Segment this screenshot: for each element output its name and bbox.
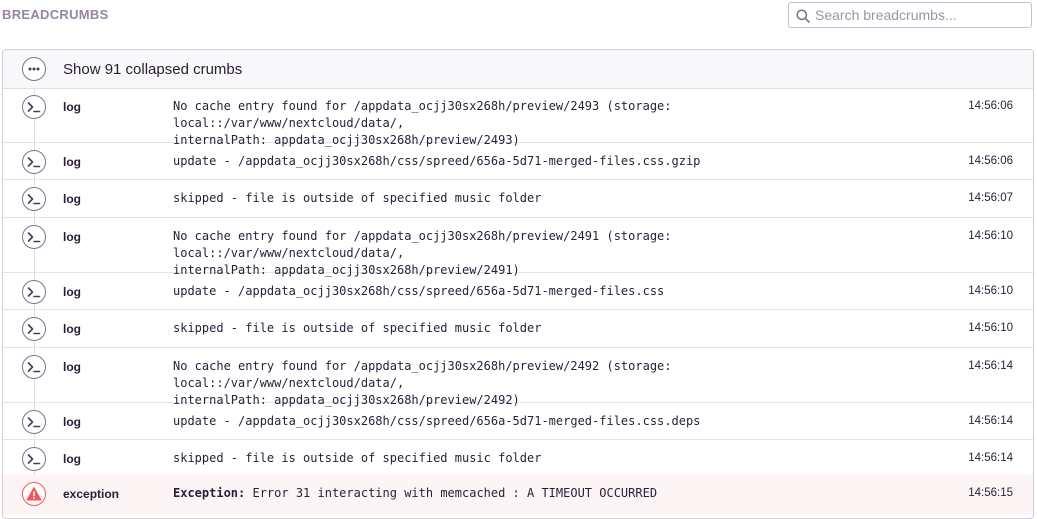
ellipsis-icon [22, 57, 46, 81]
crumb-message: No cache entry found for /appdata_ocjj30… [173, 229, 672, 277]
breadcrumbs-header: BREADCRUMBS [0, 0, 1037, 32]
crumb-row-exception: exception Exception: Error 31 interactin… [3, 475, 1033, 515]
warning-icon [22, 482, 46, 506]
crumb-type: log [63, 360, 81, 374]
section-title: BREADCRUMBS [2, 7, 109, 22]
search-icon [796, 9, 810, 23]
crumb-type: log [63, 100, 81, 114]
search-box[interactable] [788, 2, 1032, 28]
crumb-type: log [63, 415, 81, 429]
crumb-message: No cache entry found for /appdata_ocjj30… [173, 359, 672, 407]
exception-message: Error 31 interacting with memcached : A … [245, 486, 658, 500]
terminal-icon [22, 280, 46, 304]
terminal-icon [22, 447, 46, 471]
crumb-row: log update - /appdata_ocjj30sx268h/css/sp… [3, 273, 1033, 310]
terminal-icon [22, 187, 46, 211]
crumb-time: 14:56:14 [968, 360, 1013, 372]
crumb-message: No cache entry found for /appdata_ocjj30… [173, 99, 672, 147]
crumb-type: log [63, 452, 81, 466]
show-collapsed-crumbs-button[interactable]: Show 91 collapsed crumbs [3, 50, 1033, 89]
crumb-time: 14:56:14 [968, 452, 1013, 464]
crumb-message: Exception: Error 31 interacting with mem… [173, 485, 903, 502]
crumb-time: 14:56:07 [968, 192, 1013, 204]
crumb-type: exception [63, 487, 120, 501]
terminal-icon [22, 317, 46, 341]
crumb-type: log [63, 192, 81, 206]
terminal-icon [22, 95, 46, 119]
crumb-message: skipped - file is outside of specified m… [173, 321, 542, 335]
search-input[interactable] [815, 5, 1025, 25]
crumb-type: log [63, 230, 81, 244]
crumb-time: 14:56:06 [968, 155, 1013, 167]
crumb-time: 14:56:10 [968, 322, 1013, 334]
collapsed-crumbs-label: Show 91 collapsed crumbs [63, 61, 243, 78]
crumb-message: update - /appdata_ocjj30sx268h/css/spree… [173, 414, 701, 428]
crumb-message: update - /appdata_ocjj30sx268h/css/spree… [173, 154, 701, 168]
crumb-time: 14:56:14 [968, 415, 1013, 427]
crumb-type: log [63, 322, 81, 336]
crumb-message: update - /appdata_ocjj30sx268h/css/spree… [173, 284, 665, 298]
crumb-row: log update - /appdata_ocjj30sx268h/css/sp… [3, 143, 1033, 180]
crumb-time: 14:56:15 [968, 487, 1013, 499]
crumb-time: 14:56:06 [968, 100, 1013, 112]
exception-prefix: Exception: [173, 486, 246, 500]
crumb-time: 14:56:10 [968, 285, 1013, 297]
terminal-icon [22, 150, 46, 174]
crumb-row: log update - /appdata_ocjj30sx268h/css/sp… [3, 403, 1033, 440]
crumb-type: log [63, 285, 81, 299]
terminal-icon [22, 225, 46, 249]
crumb-row: log No cache entry found for /appdata_ocj… [3, 218, 1033, 277]
crumb-message: skipped - file is outside of specified m… [173, 191, 542, 205]
crumb-row: log skipped - file is outside of specifie… [3, 180, 1033, 218]
crumb-row: log No cache entry found for /appdata_ocj… [3, 88, 1033, 147]
crumb-type: log [63, 155, 81, 169]
terminal-icon [22, 355, 46, 379]
crumb-message: skipped - file is outside of specified m… [173, 451, 542, 465]
crumb-row: log skipped - file is outside of specifie… [3, 440, 1033, 478]
breadcrumbs-list: Show 91 collapsed crumbs log No cache ent… [2, 49, 1034, 519]
crumb-row: log skipped - file is outside of specifie… [3, 310, 1033, 348]
crumb-row: log No cache entry found for /appdata_ocj… [3, 348, 1033, 407]
crumb-time: 14:56:10 [968, 230, 1013, 242]
terminal-icon [22, 410, 46, 434]
